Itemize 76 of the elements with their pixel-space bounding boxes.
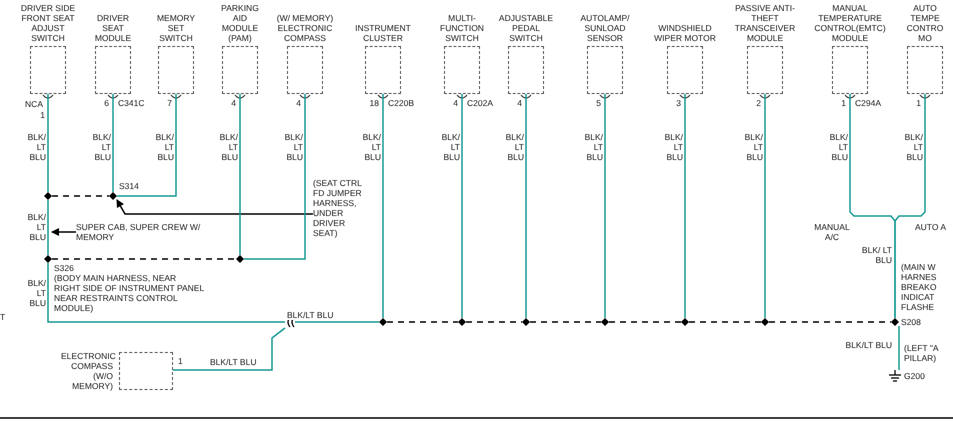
pin-label: C341C [118,98,144,108]
component-label: INSTRUMENT CLUSTER [354,23,412,43]
ground-label: G200 [904,371,925,381]
pin-label: 1 [178,356,183,366]
pin-label: 1 [841,98,846,108]
component-label: ELECTRONIC COMPASS (W/O MEMORY) [61,351,113,391]
wire [461,94,463,318]
splice-link [769,321,891,323]
note-text: SUPER CAB, SUPER CREW W/ MEMORY [76,222,202,242]
splice-label: (MAIN W HARNES BREAKO INDICAT FLASHE [901,262,938,312]
component-label: WINDSHIELD WIPER MOTOR [653,23,717,43]
wire [47,263,285,323]
wire [684,94,686,318]
component-label: DRIVER SEAT MODULE [94,13,132,43]
wire [244,94,306,260]
pin-label: 4 [517,98,522,108]
pin-label: C220B [388,98,414,108]
label-text: BLK/ LT BLU [860,245,892,265]
splice-link [387,321,458,323]
pin-label: 6 [104,98,109,108]
label-text: T [0,312,6,322]
splice-link [52,195,109,197]
leader-arrow [51,228,76,236]
splice-link [466,321,522,323]
component-label: PARKING AID MODULE (PAM) [220,3,260,43]
pin-label: C294A [855,98,881,108]
note-text: (SEAT CTRL FD JUMPER HARNESS, UNDER DRIVER SEAT) [313,178,363,238]
leader-arrow [116,199,313,215]
splice-label: (BODY MAIN HARNESS, NEAR RIGHT SIDE OF INSTRUMENT PANEL NEAR RESTRAINTS CONTROL MODULE) [54,273,204,313]
wire [898,326,900,370]
wire-label: BLK/LT BLU [846,340,892,350]
location-note: (LEFT "A PILLAR) [904,343,940,363]
wire [894,94,926,318]
wire [47,94,49,192]
pin-label: 4 [453,98,458,108]
label-text: MANUAL A/C [813,222,851,242]
pin-label: 2 [756,98,761,108]
wire [239,94,241,255]
splice-label: S326 [54,263,75,273]
pin-label: 4 [296,98,301,108]
wire-label: BLK/LT BLU [210,357,256,367]
wire [173,327,286,371]
component-label: ADJUSTABLE PEDAL SWITCH [498,13,554,43]
splice-link [689,321,761,323]
wire [525,94,527,318]
component-label: AUTO TEMPE CONTRO MO [906,3,944,43]
component-label: MEMORY SET SWITCH [156,13,196,43]
splice-link [530,321,601,323]
pin-label: C202A [467,98,493,108]
splice-label: S314 [119,181,140,191]
pin-label: 3 [676,98,681,108]
wire [382,94,384,318]
pin-label: NCA [25,99,43,109]
component-label: DRIVER SIDE FRONT SEAT ADJUST SWITCH [20,3,76,43]
component-label: MULTI-FUNCTION SWITCH [439,13,485,43]
label-text: AUTO A [915,222,948,232]
splice-link [609,321,681,323]
wire [604,94,606,318]
component-label: (W/ MEMORY) ELECTRONIC COMPASS [276,13,334,43]
component-label: PASSIVE ANTI-THEFT TRANSCEIVER MODULE [734,3,796,43]
wire [295,321,379,323]
wire [47,200,49,255]
pin-label: 1 [40,110,45,120]
pin-label: 4 [231,98,236,108]
pin-label: 7 [167,98,172,108]
splice-label: S208 [901,317,922,327]
wire-label: BLK/LT BLU [287,310,334,320]
splice-link [52,258,236,260]
pin-label: 18 [370,98,379,108]
pin-label: 1 [916,98,921,108]
component-label: AUTOLAMP/ SUNLOAD SENSOR [580,13,630,43]
pin-label: 5 [596,98,601,108]
wire [764,94,766,318]
wire [112,94,114,192]
component-label: MANUAL TEMPERATURE CONTROL(EMTC) MODULE [813,3,887,43]
wire [117,94,177,197]
